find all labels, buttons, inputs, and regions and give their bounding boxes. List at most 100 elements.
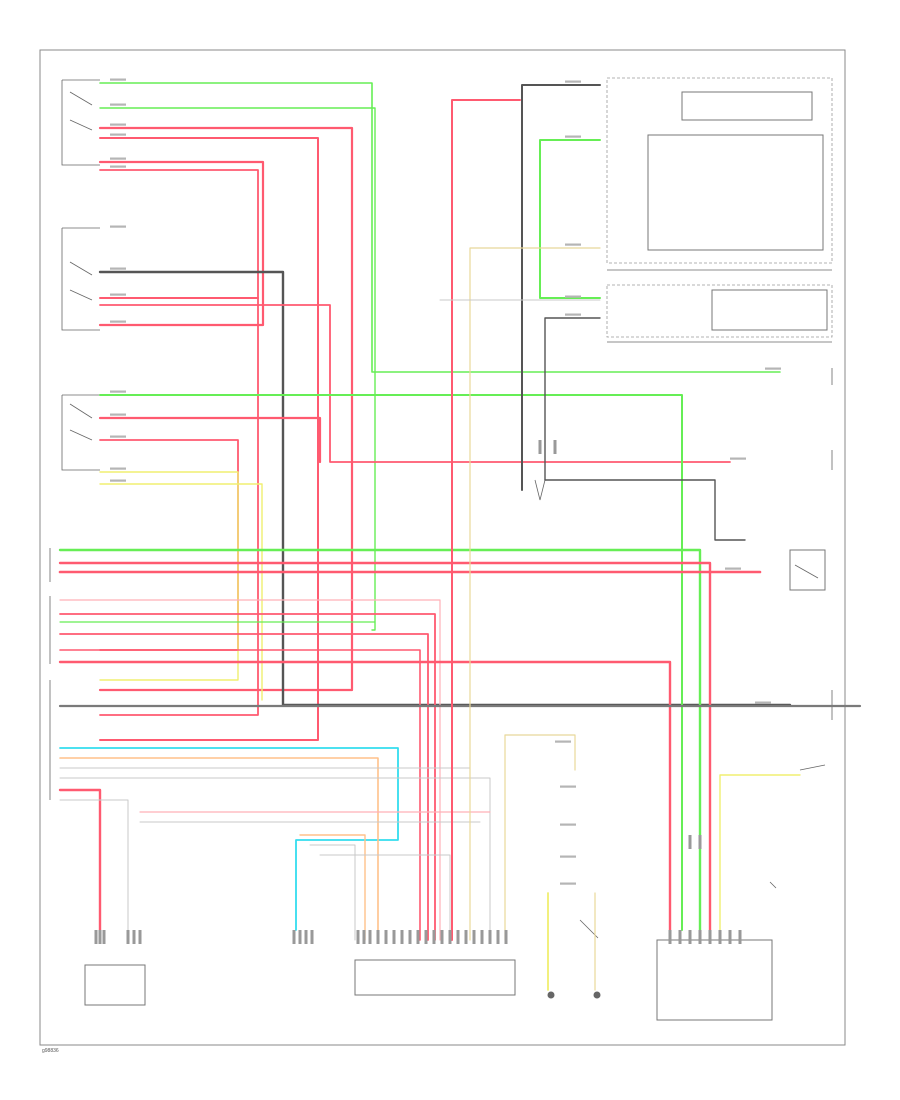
wire-lgray-26	[59, 767, 471, 941]
wire-green-37	[539, 139, 601, 299]
wire-tan-38	[469, 247, 601, 941]
wire-red-3	[99, 137, 319, 741]
connector-pin	[464, 930, 468, 944]
wire-label-mark	[110, 165, 126, 168]
wire-label-mark	[110, 293, 126, 296]
wire-label-mark	[110, 78, 126, 81]
small-switch	[769, 881, 777, 889]
connector-pin	[424, 930, 428, 944]
wire-label-mark	[565, 135, 581, 138]
upper-control-module-box	[606, 77, 833, 264]
sensor-2	[593, 991, 601, 999]
connector-pin	[480, 930, 484, 944]
footer-id: g98836	[42, 1048, 59, 1054]
wire-red-10	[98, 416, 322, 464]
connector-pin	[440, 930, 444, 944]
connector-pin	[488, 930, 492, 944]
wire-label-mark	[565, 313, 581, 316]
connector-pin	[432, 930, 436, 944]
switch-module-middle	[61, 227, 100, 331]
wire-label-mark	[565, 243, 581, 246]
wire-orange-25	[59, 757, 379, 941]
connector-pin	[304, 930, 308, 944]
wire-harness	[58, 82, 862, 991]
connector-pin	[310, 930, 314, 944]
wire-label-mark	[560, 785, 576, 788]
connector-pin	[132, 930, 136, 944]
wire-label-mark	[560, 823, 576, 826]
wire-orange-32	[299, 834, 366, 941]
sensor-1	[547, 991, 555, 999]
wire-label-mark	[110, 133, 126, 136]
connector-pin	[738, 930, 742, 944]
wire-label-mark	[110, 157, 126, 160]
connector-pin	[400, 930, 404, 944]
wire-lgray-34	[319, 854, 451, 941]
connector-pin	[126, 930, 130, 944]
wire-dkgray-41	[544, 479, 746, 541]
wire-tan-42	[504, 734, 576, 771]
mid-control-module-box	[606, 284, 833, 338]
connector-pin	[416, 930, 420, 944]
wire-red-8	[99, 304, 731, 463]
switch-module-lower	[61, 394, 100, 471]
connector-pin	[698, 930, 702, 944]
connector-pin	[362, 930, 366, 944]
bottom-connector-block	[354, 959, 516, 996]
connector-pin	[678, 930, 682, 944]
connector-pin	[698, 835, 702, 849]
wire-green-14	[58, 548, 702, 932]
upper-control-inner-box	[647, 134, 824, 251]
connector-pin	[728, 930, 732, 944]
connector-pin	[384, 930, 388, 944]
connector-pin	[138, 930, 142, 944]
connector-pin	[448, 930, 452, 944]
wire-pink-17	[59, 599, 441, 941]
wire-label-mark	[560, 855, 576, 858]
wire-red-35	[451, 99, 521, 941]
connector-pin	[292, 930, 296, 944]
connector-pin	[504, 930, 508, 944]
connector-pin	[538, 440, 542, 454]
wire-yellow-13	[99, 483, 263, 701]
wire-red-2	[98, 126, 354, 692]
wire-green-1	[99, 107, 376, 631]
left-bottom-module	[84, 964, 146, 1006]
wire-red-21	[59, 649, 421, 941]
switch-module-top	[61, 79, 100, 166]
wire-label-mark	[560, 882, 576, 885]
connector-pin	[94, 930, 98, 944]
wire-lgray-29	[59, 799, 129, 941]
wire-red-20	[59, 633, 429, 941]
wire-label-mark	[555, 740, 571, 743]
connector-pin	[408, 930, 412, 944]
wire-lgray-27	[59, 777, 491, 941]
wire-red-28	[58, 788, 102, 942]
connector-pin	[456, 930, 460, 944]
connector-pin	[688, 835, 692, 849]
wire-label-mark	[110, 467, 126, 470]
bottom-right-control-unit	[656, 939, 773, 1021]
wire-red-22	[58, 660, 672, 932]
wire-dkgray-39	[544, 317, 601, 481]
wire-yellow-12	[99, 471, 239, 681]
wire-labels	[110, 78, 781, 885]
wire-label-mark	[725, 567, 741, 570]
upper-control-sub-box	[681, 91, 813, 121]
ground-symbol	[534, 479, 546, 501]
connector-pin	[718, 930, 722, 944]
wire-red-4	[98, 160, 265, 327]
connector-pin	[376, 930, 380, 944]
connector-pin	[356, 930, 360, 944]
wire-label-mark	[110, 320, 126, 323]
connector-pin	[298, 930, 302, 944]
mid-control-sub-box	[711, 289, 828, 331]
connector-pin	[392, 930, 396, 944]
diagram-frame	[39, 49, 846, 1046]
wire-label-mark	[110, 123, 126, 126]
wire-green-0	[99, 82, 781, 373]
right-relay-box	[789, 549, 826, 591]
wire-label-mark	[110, 435, 126, 438]
connector-pins	[94, 440, 742, 944]
wire-label-mark	[755, 701, 771, 704]
